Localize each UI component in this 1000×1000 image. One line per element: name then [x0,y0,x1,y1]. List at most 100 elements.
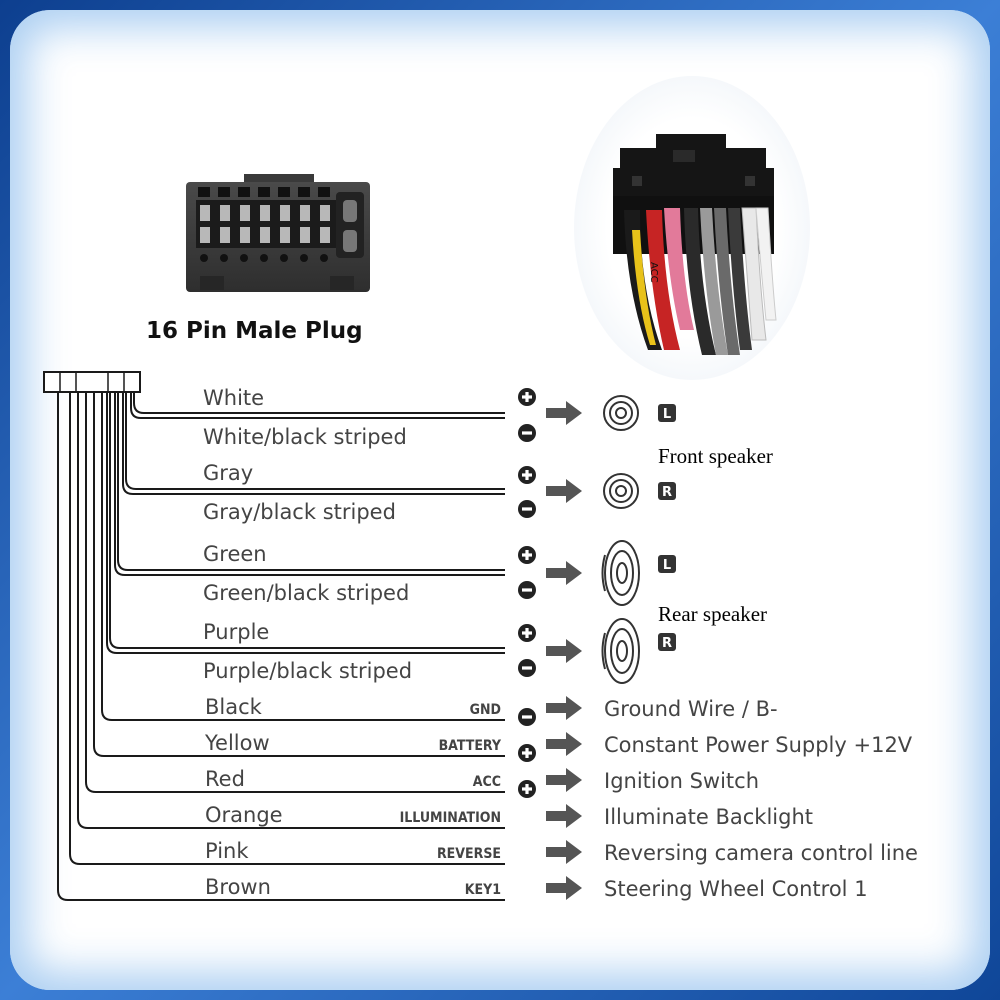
harness-connector-symbol [43,371,141,393]
plug-pin [200,227,210,243]
power-wire-name: Brown [205,875,271,899]
rear-speaker-label: Rear speaker [658,602,767,626]
plug-pin [280,227,290,243]
plug-pin-hole [200,254,208,262]
speaker-wire-name: Green/black striped [203,581,409,605]
arrow-icon [546,768,582,792]
speaker-icon [601,618,640,684]
plug-pin [300,205,310,221]
speaker-wire-line [125,392,505,490]
plug-pin [260,205,270,221]
wire-description: Ignition Switch [604,769,759,793]
plug-pin-socket [318,187,330,197]
plus-icon [518,466,536,484]
plug-pin [260,227,270,243]
plug-pin [280,205,290,221]
plus-icon [518,780,536,798]
speaker-wire-line [109,392,505,649]
speaker-wire-name: Purple/black striped [203,659,412,683]
wire-function-label: REVERSE [437,846,501,862]
wire-description: Constant Power Supply +12V [604,733,913,757]
wire-bundle [57,392,505,901]
speaker-icon [603,395,639,431]
plug-pin-socket [198,187,210,197]
connector-wire-print: ACC [648,262,659,283]
plug-pin [220,205,230,221]
male-plug-illustration [186,174,370,292]
plug-pin [300,227,310,243]
speaker-icon [601,540,640,606]
wire-description: Ground Wire / B- [604,697,778,721]
plug-pin-hole [280,254,288,262]
wire-description: Reversing camera control line [604,841,918,865]
channel-badge: L [658,555,676,573]
channel-letter: L [663,407,671,422]
plug-pin-socket [258,187,270,197]
speaker-wire-line [130,392,505,419]
speaker-wire-line [106,392,505,654]
speaker-wire-name: White [203,386,264,410]
arrow-icon [546,479,582,503]
front-speaker-label: Front speaker [658,444,773,468]
plug-pin-hole [240,254,248,262]
arrow-icon [546,561,582,585]
wire-function-label: BATTERY [439,738,502,754]
minus-icon [518,708,536,726]
plus-icon [518,624,536,642]
channel-letter: R [662,485,672,500]
speaker-wire-name: Green [203,542,267,566]
plug-pin-socket [298,187,310,197]
channel-letter: R [662,636,672,651]
wire-function-label: ACC [473,774,501,790]
arrow-icon [546,696,582,720]
wire-function-label: GND [470,702,501,718]
arrow-icon [546,876,582,900]
plug-pin [320,227,330,243]
arrow-icon [546,639,582,663]
speaker-wire-name: Gray [203,461,253,485]
power-wire-line [77,392,505,829]
plug-pin-socket [278,187,290,197]
channel-badge: R [658,633,676,651]
wire-description: Illuminate Backlight [604,805,813,829]
power-wire-name: Orange [205,803,283,827]
power-wire-line [93,392,505,757]
plug-pin-socket [218,187,230,197]
plus-icon [518,744,536,762]
power-wire-line [57,392,505,901]
diagram-panel [10,10,990,990]
channel-badge: L [658,404,676,422]
power-wire-name: Red [205,767,245,791]
minus-icon [518,581,536,599]
plug-pin-hole [300,254,308,262]
power-wire-line [101,392,505,721]
channel-letter: L [663,558,671,573]
plug-pin [240,205,250,221]
speaker-wire-line [133,392,505,414]
plug-pin [220,227,230,243]
speaker-wire-line [114,392,505,576]
plug-pin [320,205,330,221]
speaker-wire-line [122,392,505,495]
power-wire-name: Yellow [204,731,270,755]
arrow-icon [546,732,582,756]
plug-pin [240,227,250,243]
power-wire-name: Pink [205,839,249,863]
plug-pin-socket [238,187,250,197]
minus-icon [518,659,536,677]
speaker-wire-name: White/black striped [203,425,407,449]
speaker-icon [603,473,639,509]
plug-pin [200,205,210,221]
power-wire-name: Black [205,695,263,719]
plug-pin-hole [220,254,228,262]
channel-badge: R [658,482,676,500]
speaker-wire-name: Gray/black striped [203,500,396,524]
arrow-icon [546,840,582,864]
power-wire-line [69,392,505,865]
speaker-symbols: L R L R [546,395,676,684]
arrow-icon [546,804,582,828]
arrow-icon [546,401,582,425]
minus-icon [518,500,536,518]
